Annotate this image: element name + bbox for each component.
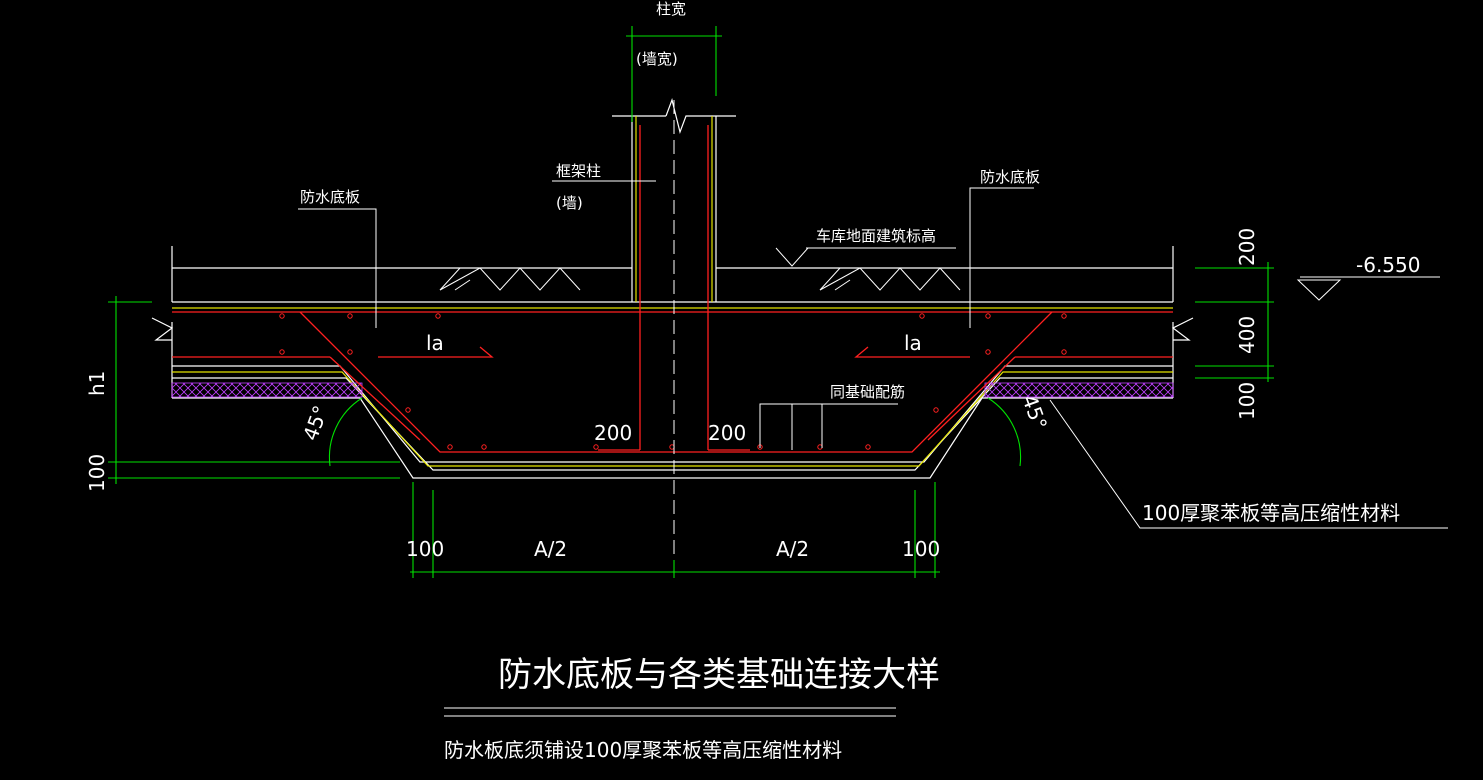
dim-200-top: 200 bbox=[1235, 228, 1259, 266]
drawing-note: 防水板底须铺设100厚聚苯板等高压缩性材料 bbox=[444, 738, 842, 762]
dim-100-bottom-right: 100 bbox=[902, 537, 940, 561]
dim-100-right: 100 bbox=[1235, 382, 1259, 420]
insulation-right bbox=[984, 382, 1174, 398]
waterproof-slab-right-label: 防水底板 bbox=[980, 168, 1040, 186]
dim-100-bottom-left: 100 bbox=[406, 537, 444, 561]
garage-floor-elevation-label: 车库地面建筑标高 bbox=[816, 227, 936, 245]
dim-200-right: 200 bbox=[708, 421, 746, 445]
rebar-dots bbox=[279, 313, 1067, 450]
drawing-title: 防水底板与各类基础连接大样 bbox=[498, 655, 940, 695]
angle-left-label: 45° bbox=[298, 402, 333, 444]
waterproof-slab-left-label: 防水底板 bbox=[300, 188, 360, 206]
dim-400: 400 bbox=[1235, 316, 1259, 354]
dim-half-a-right: A/2 bbox=[776, 537, 809, 561]
frame-column-label: 框架柱 bbox=[556, 162, 601, 180]
same-reinforcement-label: 同基础配筋 bbox=[830, 383, 905, 401]
dim-200-left: 200 bbox=[594, 421, 632, 445]
column-width-label: 柱宽 bbox=[656, 0, 686, 18]
dim-half-a-left: A/2 bbox=[534, 537, 567, 561]
wall-width-label: (墙宽) bbox=[636, 50, 678, 68]
insulation-left bbox=[171, 382, 363, 398]
compressible-material-label: 100厚聚苯板等高压缩性材料 bbox=[1142, 501, 1400, 525]
wall-label: (墙) bbox=[556, 194, 583, 212]
leader-lines bbox=[298, 180, 1448, 717]
la-right-label: la bbox=[904, 331, 922, 355]
h1-label: h1 bbox=[85, 371, 109, 396]
dim-100-left: 100 bbox=[85, 454, 109, 492]
elevation-value: -6.550 bbox=[1356, 253, 1420, 277]
la-left-label: la bbox=[426, 331, 444, 355]
rebar bbox=[172, 125, 1173, 453]
dimension-lines bbox=[108, 26, 1274, 578]
earth-hatch bbox=[439, 267, 961, 291]
